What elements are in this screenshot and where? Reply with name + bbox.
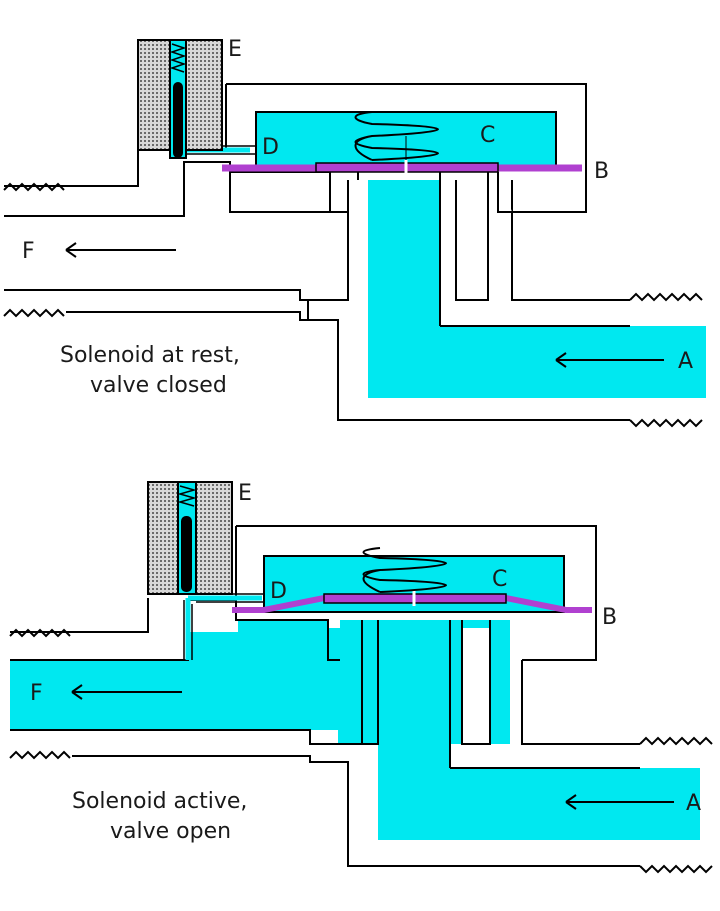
label-c: C: [480, 123, 495, 148]
solenoid-coil-left: [137, 39, 171, 151]
label-d: D: [270, 579, 287, 604]
label-e: E: [238, 481, 252, 506]
caption-line-1: Solenoid at rest,: [60, 343, 240, 368]
label-d: D: [262, 135, 279, 160]
solenoid-plunger: [181, 516, 192, 592]
caption-line-1: Solenoid active,: [72, 789, 247, 814]
valve-body-outline: [225, 83, 587, 213]
panel-at-rest: E D C B F A Solenoid at rest, valve clos…: [3, 37, 706, 428]
label-a: A: [678, 349, 693, 374]
solenoid-coil-right: [185, 39, 223, 151]
outlet-water: [10, 620, 700, 840]
caption-line-2: valve open: [110, 819, 231, 844]
pilot-channel: [185, 595, 262, 660]
diaphragm-spring: [362, 547, 447, 593]
caption-line-2: valve closed: [90, 373, 227, 398]
label-b: B: [602, 605, 617, 630]
label-b: B: [594, 159, 609, 184]
seat-lips: [230, 171, 512, 213]
bore-walls: [439, 180, 489, 326]
label-f: F: [30, 681, 43, 706]
arrow-a: [565, 794, 674, 810]
outlet-thread-bottom: [9, 750, 640, 867]
label-c: C: [492, 567, 507, 592]
arrow-a: [555, 352, 664, 368]
label-f: F: [22, 239, 35, 264]
solenoid-coil-left: [147, 481, 179, 595]
inlet-pipe-outline: [338, 620, 640, 769]
solenoid-coil-right: [195, 481, 233, 595]
solenoid-spring: [169, 43, 187, 73]
outlet-thread-top: [3, 182, 65, 192]
arrow-f: [65, 242, 176, 258]
valve-body-outline: [235, 525, 597, 661]
solenoid-plunger: [173, 82, 183, 158]
label-a: A: [686, 791, 701, 816]
inlet-thread-top: [629, 292, 703, 302]
label-e: E: [228, 37, 242, 62]
inlet-thread-bottom: [629, 418, 703, 428]
diaphragm-spring: [354, 111, 439, 161]
outlet-thread-top: [9, 628, 71, 638]
panel-active: E D C B F A Solenoid active, valve open: [9, 481, 713, 874]
arrow-f: [71, 684, 182, 700]
solenoid-spring: [177, 485, 197, 507]
outlet-thread-bottom: [3, 308, 338, 321]
inlet-thread-top: [639, 736, 713, 746]
inlet-thread-bottom: [639, 864, 713, 874]
inlet-water: [368, 180, 706, 398]
